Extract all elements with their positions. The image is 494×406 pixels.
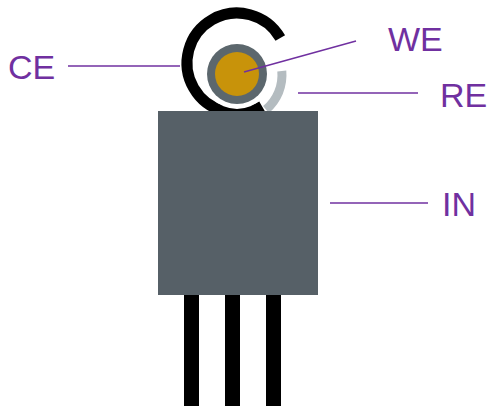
part-label: RE bbox=[440, 78, 487, 112]
electrode-rim bbox=[207, 44, 267, 104]
counter-electrode bbox=[187, 13, 280, 113]
part-label: IN bbox=[442, 187, 476, 221]
leader-line bbox=[298, 92, 418, 94]
leader-line bbox=[244, 41, 356, 72]
part-label: WE bbox=[388, 22, 443, 56]
leader-line bbox=[330, 202, 428, 204]
pin-leg bbox=[266, 285, 281, 406]
part-label: CE bbox=[8, 50, 55, 84]
insulating-ring bbox=[202, 39, 272, 109]
pin-leg bbox=[184, 285, 199, 406]
working-electrode bbox=[215, 52, 259, 96]
leader-line bbox=[68, 65, 180, 67]
insulator-body bbox=[158, 111, 318, 295]
pin-leg bbox=[225, 285, 240, 406]
